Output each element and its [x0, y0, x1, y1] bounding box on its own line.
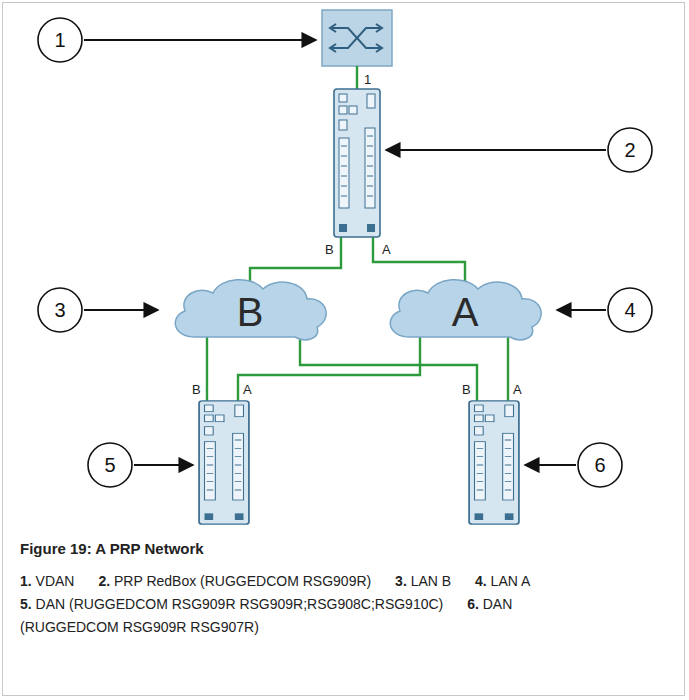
callout-number: 5: [88, 453, 132, 477]
figure-caption: Figure 19: A PRP Network: [20, 540, 204, 557]
figure-legend: 1. VDAN 2. PRP RedBox (RUGGEDCOM RSG909R…: [20, 570, 580, 639]
cloud-node: A: [380, 275, 550, 345]
legend-item: 3. LAN B: [395, 573, 451, 589]
cloud-node: B: [165, 275, 335, 345]
legend-text: LAN A: [491, 573, 531, 589]
legend-number: 5.: [20, 596, 32, 612]
network-wire: [207, 66, 508, 402]
switch-icon: [322, 10, 392, 66]
port-label: B: [462, 382, 471, 397]
callout-number: 1: [38, 28, 82, 52]
port-label: A: [382, 242, 391, 257]
legend-text: DAN (RUGGEDCOM RSG909R RSG909R;RSG908C;R…: [36, 596, 444, 612]
legend-number: 2.: [98, 573, 110, 589]
legend-number: 1.: [20, 573, 32, 589]
legend-number: 6.: [467, 596, 479, 612]
legend-text: VDAN: [36, 573, 75, 589]
leader-arrow: [84, 40, 606, 465]
port-label: A: [513, 382, 522, 397]
redbox-device: [334, 89, 380, 237]
port-label: B: [192, 382, 201, 397]
dan-device: [199, 401, 249, 524]
callout-circle: [38, 18, 652, 487]
legend-text: LAN B: [411, 573, 451, 589]
legend-text: PRP RedBox (RUGGEDCOM RSG909R): [114, 573, 371, 589]
port-label: 1: [364, 72, 371, 87]
legend-item: 1. VDAN: [20, 573, 74, 589]
legend-number: 4.: [475, 573, 487, 589]
callout-number: 6: [578, 453, 622, 477]
callout-number: 3: [38, 298, 82, 322]
legend-item: 5. DAN (RUGGEDCOM RSG909R RSG909R;RSG908…: [20, 596, 443, 612]
legend-item: 4. LAN A: [475, 573, 530, 589]
dan-device: [469, 401, 519, 524]
callout-number: 2: [608, 138, 652, 162]
legend-item: 2. PRP RedBox (RUGGEDCOM RSG909R): [98, 573, 371, 589]
port-label: A: [243, 382, 252, 397]
port-label: B: [325, 242, 334, 257]
legend-number: 3.: [395, 573, 407, 589]
lan-letter: A: [380, 290, 550, 334]
callout-number: 4: [608, 298, 652, 322]
lan-letter: B: [165, 290, 335, 334]
